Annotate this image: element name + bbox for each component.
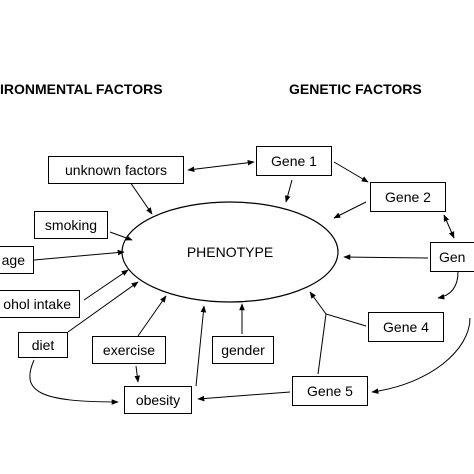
arrow-diet-to-phenotype — [67, 281, 139, 333]
gene3-box: Gen — [430, 242, 474, 272]
arrow-unknown-gene1 — [187, 159, 255, 173]
environmental-factors-heading: IRONMENTAL FACTORS — [0, 81, 163, 97]
arrow-unknown-to-phenotype — [129, 181, 153, 215]
arrow-gene5-to-branch — [317, 313, 327, 375]
gender-box: gender — [212, 336, 274, 364]
arrow-exercise-to-phenotype — [137, 295, 167, 337]
genetic-factors-heading: GENETIC FACTORS — [289, 81, 422, 97]
arrow-gene3-to-gene4 — [437, 271, 459, 300]
arrow-gene5-to-obesity — [197, 391, 291, 402]
gene4-box: Gene 4 — [368, 312, 444, 342]
diet-box: diet — [18, 332, 68, 358]
arrow-gene2-to-phenotype — [333, 201, 367, 219]
unknown-factors-box: unknown factors — [48, 156, 184, 184]
gene2-box: Gene 2 — [370, 182, 446, 212]
arrow-gene4-to-phenotype — [309, 291, 367, 327]
arrow-age-to-phenotype — [33, 249, 125, 261]
arrow-gene1-to-gene2 — [333, 161, 369, 183]
exercise-box: exercise — [92, 336, 166, 364]
arrow-alcohol-to-phenotype — [83, 269, 129, 301]
gene1-box: Gene 1 — [256, 146, 332, 176]
arrow-exercise-to-obesity — [134, 365, 140, 383]
arrow-smoking-to-phenotype — [109, 231, 133, 241]
alcohol-intake-box: ohol intake — [0, 290, 80, 318]
arrow-obesity-to-phenotype — [195, 305, 207, 387]
arrow-diet-to-obesity — [29, 359, 119, 405]
gene5-box: Gene 5 — [292, 376, 368, 406]
age-box: age — [0, 246, 34, 274]
arrow-gene5-to-gene4-curve — [371, 317, 471, 394]
arrow-gene3-to-phenotype — [343, 254, 429, 260]
arrow-gene2-gene3 — [443, 214, 455, 239]
obesity-box: obesity — [124, 386, 192, 414]
smoking-box: smoking — [34, 211, 108, 239]
arrow-gene1-to-phenotype — [284, 179, 293, 203]
phenotype-label: PHENOTYPE — [186, 244, 274, 260]
